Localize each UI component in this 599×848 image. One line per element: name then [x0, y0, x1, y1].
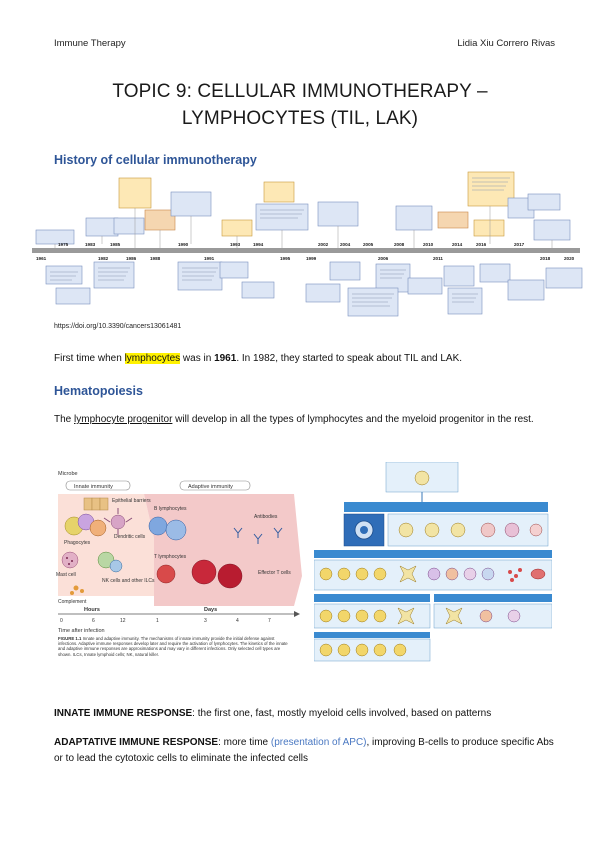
label-complement: Complement [58, 599, 87, 605]
year-2014: 2014 [452, 242, 463, 247]
label-days: Days [204, 607, 217, 613]
hematopoiesis-heading: Hematopoiesis [54, 384, 143, 398]
label-t-lymphocytes: T lymphocytes [154, 554, 187, 560]
header-course: Immune Therapy [54, 38, 126, 49]
timeline-bar [32, 248, 580, 253]
year-1995: 1995 [280, 256, 291, 261]
label-mast-cell: Mast cell [56, 572, 76, 578]
label-effector-t-cells: Effector T cells [258, 570, 291, 576]
year-2011: 2011 [433, 256, 443, 261]
tick-1: 1 [156, 618, 159, 624]
paragraph-lymphocytes-history: First time when lymphocytes was in 1961.… [54, 353, 463, 364]
label-antibodies: Antibodies [254, 514, 278, 520]
tick-0: 0 [60, 618, 63, 624]
year-1986: 1986 [126, 256, 137, 261]
adaptive-response-label: ADAPTATIVE IMMUNE RESPONSE [54, 737, 219, 748]
tick-12: 12 [120, 618, 126, 624]
history-timeline-figure: 1975 1983 1985 1986 1988 1990 1993 1994 … [32, 171, 583, 317]
label-microbe: Microbe [58, 471, 78, 477]
label-innate-immunity: Innate immunity [74, 484, 113, 490]
year-2006: 2006 [378, 256, 389, 261]
year-2010: 2010 [423, 242, 434, 247]
year-2002: 2002 [318, 242, 329, 247]
highlight-lymphocytes: lymphocytes [124, 353, 181, 364]
year-2008: 2008 [394, 242, 405, 247]
tick-3: 3 [204, 618, 207, 624]
year-1988: 1988 [150, 256, 161, 261]
year-2016: 2016 [476, 242, 487, 247]
label-adaptive-immunity: Adaptive immunity [188, 484, 233, 490]
caption-text: Innate and adaptive immunity. The mechan… [58, 636, 288, 657]
label-b-lymphocytes: B lymphocytes [154, 506, 187, 512]
year-2005: 2005 [363, 242, 374, 247]
year-1985: 1985 [110, 242, 121, 247]
label-epithelial-barriers: Epithelial barriers [112, 498, 151, 504]
title-line-2: LYMPHOCYTES (TIL, LAK) [181, 108, 419, 129]
caption-title: FIGURE 1.1 [58, 636, 82, 641]
hematopoiesis-figure [314, 462, 552, 662]
tick-4: 4 [236, 618, 239, 624]
year-1993: 1993 [230, 242, 241, 247]
year-2017: 2017 [514, 242, 525, 247]
year-1983: 1983 [85, 242, 96, 247]
label-phagocytes: Phagocytes [64, 540, 91, 546]
history-heading: History of cellular immunotherapy [54, 153, 257, 167]
label-hours: Hours [84, 607, 100, 613]
year-2018: 2018 [540, 256, 551, 261]
innate-adaptive-figure: Microbe Innate immunity Adaptive immunit… [54, 466, 306, 676]
year-2020: 2020 [564, 256, 575, 261]
header-author: Lidia Xiu Correro Rivas [457, 38, 555, 49]
innate-response-label: INNATE IMMUNE RESPONSE [54, 708, 193, 719]
paragraph-innate-response: INNATE IMMUNE RESPONSE: the first one, f… [54, 708, 492, 719]
year-1994: 1994 [253, 242, 264, 247]
underline-lymphocyte-progenitor: lymphocyte progenitor [74, 414, 173, 425]
title-line-1: TOPIC 9: CELLULAR IMMUNOTHERAPY – [112, 81, 488, 102]
year-1982: 1982 [98, 256, 109, 261]
apc-presentation-text: (presentation of APC) [270, 737, 367, 748]
year-1999: 1999 [306, 256, 317, 261]
label-dendritic-cells: Dendritic cells [114, 534, 146, 540]
label-time-axis: Time after infection [58, 628, 105, 634]
year-1975: 1975 [58, 242, 69, 247]
tick-7: 7 [268, 618, 271, 624]
tick-6: 6 [92, 618, 95, 624]
paragraph-hematopoiesis: The lymphocyte progenitor will develop i… [54, 414, 534, 425]
timeline-bottom-boxes [45, 261, 583, 317]
paragraph-adaptive-response: ADAPTATIVE IMMUNE RESPONSE: more time (p… [54, 737, 554, 764]
year-1961: 1961 [36, 256, 47, 261]
year-1990: 1990 [178, 242, 189, 247]
timeline-top-boxes [35, 171, 571, 245]
year-1991: 1991 [204, 256, 215, 261]
label-nk-cells: NK cells and other ILCs [102, 578, 155, 584]
page-title: TOPIC 9: CELLULAR IMMUNOTHERAPY – LYMPHO… [60, 78, 540, 132]
history-doi-link[interactable]: https://doi.org/10.3390/cancers13061481 [54, 323, 182, 330]
year-1961-bold: 1961 [214, 353, 237, 364]
year-2004: 2004 [340, 242, 351, 247]
